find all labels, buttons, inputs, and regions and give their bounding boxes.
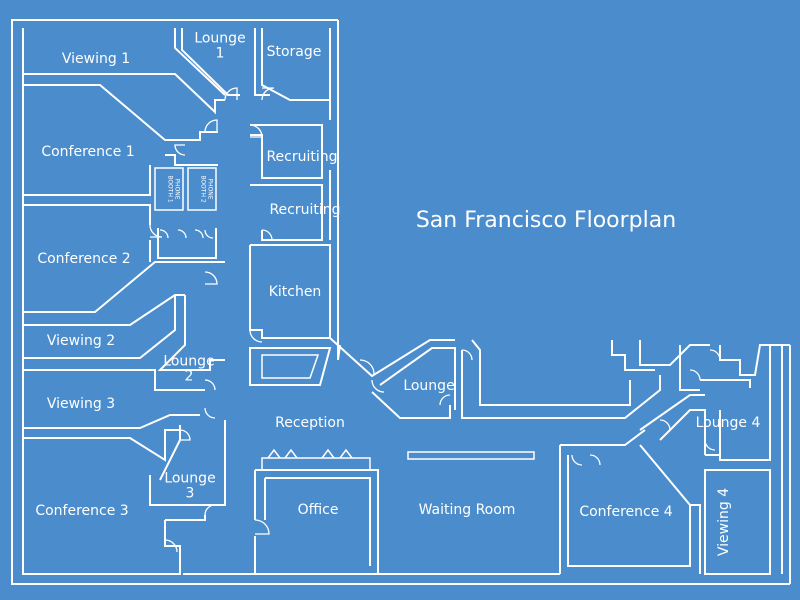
room-label-office: Office <box>298 502 339 518</box>
room-label-reception: Reception <box>275 415 345 431</box>
room-label-phone-booth-1: PHONEBOOTH 1 <box>167 175 181 203</box>
room-label-recruiting-2: Recruiting <box>269 202 340 218</box>
outer-walls <box>11 19 790 585</box>
diagram-title: San Francisco Floorplan <box>416 208 676 233</box>
room-label-conference-2: Conference 2 <box>37 251 130 267</box>
room-label-viewing-2: Viewing 2 <box>47 333 115 349</box>
room-label-conference-4: Conference 4 <box>579 504 672 520</box>
room-label-recruiting-1: Recruiting <box>266 149 337 165</box>
room-label-conference-3: Conference 3 <box>35 503 128 519</box>
west-wing <box>23 28 330 521</box>
room-label-storage: Storage <box>267 44 322 60</box>
room-label-waiting-room: Waiting Room <box>419 502 516 518</box>
room-label-phone-booth-2: PHONEBOOTH 2 <box>200 175 214 203</box>
room-label-viewing-3: Viewing 3 <box>47 396 115 412</box>
room-label-conference-1: Conference 1 <box>41 144 134 160</box>
room-label-lounge-center: Lounge <box>403 378 454 394</box>
room-label-lounge-4: Lounge 4 <box>696 415 761 431</box>
door-swings <box>149 87 721 553</box>
east-wing <box>329 337 791 584</box>
room-label-viewing-1: Viewing 1 <box>62 51 130 67</box>
room-label-kitchen: Kitchen <box>269 284 322 300</box>
room-label-viewing-4: Viewing 4 <box>716 488 732 556</box>
